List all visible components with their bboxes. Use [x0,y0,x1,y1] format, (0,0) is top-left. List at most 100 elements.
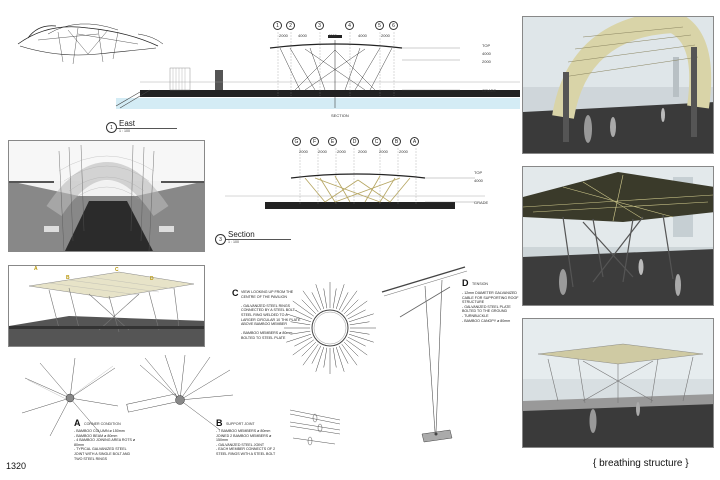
detail-b-notes: - 7 BAMBOO MEMBERS ø 80mm JOINED 2 BAMBO… [216,429,276,456]
radial-spoke [302,290,319,312]
radial-spoke [292,300,314,317]
radial-spoke [341,290,358,312]
section-title-underline [226,239,291,240]
detail-a-title: CORNER CONDITION [84,422,121,426]
section-dim-5: 2000 [379,149,388,154]
interior-tunnel-render [8,140,205,252]
east-elevation-drawing [115,32,520,109]
radial-ring-view [284,282,376,374]
section-dim-2: 2000 [318,149,327,154]
detail-a-letter: A [74,418,81,428]
east-level-4000: 4000 [482,51,491,56]
detail-b-title: SUPPORT JOINT [226,422,255,426]
canopy-perspective-render-3 [522,318,714,448]
section-dim-6: 2000 [399,149,408,154]
section-level-grade: GRADE [474,200,489,205]
corner-joint-detail [21,358,119,437]
east-grid-3: 3 [315,21,324,30]
radial-spoke [346,300,368,317]
canopy-perspective-render-2 [522,166,714,306]
radial-spoke [286,313,312,323]
radial-spoke [346,339,368,356]
radial-spoke [332,347,337,368]
radial-spoke [311,345,322,364]
radial-spoke [348,313,374,323]
radial-spoke [338,292,349,311]
east-grid-4: 4 [345,21,354,30]
east-level-2000: 2000 [482,59,491,64]
radial-spoke [349,321,370,326]
radial-spoke [294,309,313,320]
east-grid-5: 5 [375,21,384,30]
radial-spoke [347,309,366,320]
canopy-perspective-render-1 [522,16,714,154]
radial-spoke [343,299,359,315]
perspective-marker-c: C [115,267,119,273]
radial-spoke [311,292,322,311]
east-dim-3: 4000 [328,33,337,38]
radial-spoke [323,347,328,368]
detail-d-title: TENSION [472,282,488,286]
section-dim-3: 2000 [337,149,346,154]
radial-spoke [301,341,317,357]
section-grid-f: F [310,137,319,146]
radial-spoke [349,330,370,335]
section-grid-e: E [328,137,337,146]
radial-spoke [290,330,311,335]
radial-spoke [335,284,345,310]
radial-spoke [292,339,314,356]
detail-d-notes: - 12mm DIAMETER GALVANIZED CABLE FOR SUP… [462,291,519,323]
section-grid-a: A [410,137,419,146]
east-view-title: East [119,119,136,128]
section-dim-4: 2000 [358,149,367,154]
radial-spoke [348,333,374,343]
east-grid-1: 1 [273,21,282,30]
perspective-marker-a: A [34,266,38,272]
detail-d-letter: D [462,278,469,288]
bamboo-tube-detail [289,409,341,446]
section-dim-1: 2000 [299,149,308,154]
east-level-top: TOP [482,43,491,48]
section-level-4000: 4000 [474,178,483,183]
east-dim-1: 2000 [279,33,288,38]
perspective-marker-b: B [66,275,70,281]
perspective-marker-d: D [150,276,154,282]
radial-spoke [341,344,358,366]
section-grid-d: D [350,137,359,146]
radial-spoke [343,341,359,357]
east-dim-4: 4000 [358,33,367,38]
east-level-grade: GRADE [482,88,497,93]
section-view-number: 3 [215,234,226,245]
radial-spoke [286,333,312,343]
radial-spoke [301,299,317,315]
radial-spoke [315,284,325,310]
radial-spoke [315,346,325,372]
radial-spoke [335,346,345,372]
radial-spoke [323,288,328,309]
radial-spoke [332,288,337,309]
east-title-underline [117,128,177,129]
section-grid-b: B [392,137,401,146]
page-number: 1320 [6,461,27,471]
radial-spoke [338,345,349,364]
section-grid-c: C [372,137,381,146]
section-drawing [225,148,485,209]
aerial-perspective-render [8,265,205,347]
section-view-scale: 1 : 100 [228,240,239,244]
section-grid-g: G [292,137,301,146]
east-view-number: 1 [106,122,117,133]
radial-spoke [347,336,366,347]
east-grid-6: 6 [389,21,398,30]
tension-cable-detail [381,266,468,443]
detail-a-notes: - BAMBOO COLUMN ø 150mm - BAMBOO BEAM ø … [74,429,136,461]
section-level-top: TOP [474,170,483,175]
section-view-title: Section [228,230,255,239]
section-cut-tag: SECTION [331,113,349,118]
sheet-title: { breathing structure } [593,458,689,469]
detail-b-letter: B [216,418,223,428]
radial-spoke [290,321,311,326]
east-dim-2: 4000 [298,33,307,38]
detail-c-notes: VIEW LOOKING UP FROM THE CENTRE OF THE P… [241,290,301,340]
east-dim-5: 2000 [381,33,390,38]
east-view-scale: 1 : 100 [119,129,130,133]
